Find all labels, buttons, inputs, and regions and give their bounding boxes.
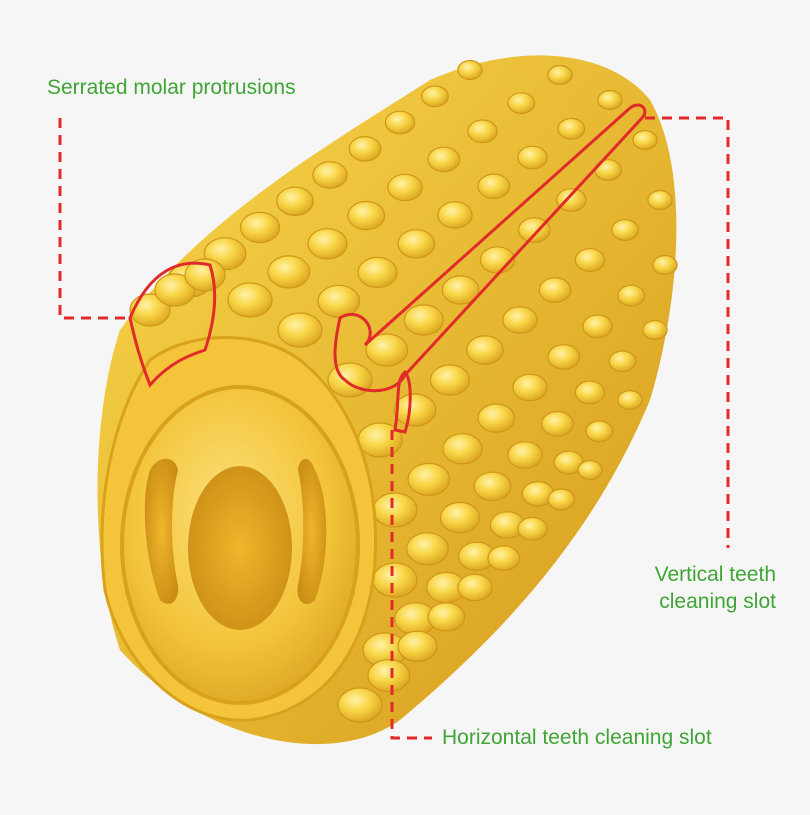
label-vertical-teeth-cleaning-slot: Vertical teeth cleaning slot xyxy=(600,561,776,615)
corn-kernel xyxy=(577,460,603,481)
corn-kernel xyxy=(617,390,643,411)
corn-kernel xyxy=(518,217,551,243)
corn-kernel xyxy=(267,255,311,289)
corn-kernel xyxy=(547,488,576,511)
corn-kernel xyxy=(547,344,581,370)
corn-kernel xyxy=(348,136,382,162)
corn-kernel xyxy=(597,89,623,110)
corn-kernel xyxy=(387,173,423,202)
corn-kernel xyxy=(487,545,521,571)
corn-kernel xyxy=(556,188,587,212)
corn-kernel xyxy=(557,117,586,140)
corn-kernel xyxy=(507,92,536,114)
corn-kernel xyxy=(239,211,281,244)
corn-kernel xyxy=(407,462,451,496)
corn-kernel xyxy=(439,501,481,534)
callout-horizontal-slot xyxy=(390,369,432,740)
corn-kernel xyxy=(437,201,473,229)
corn-kernel xyxy=(585,420,614,443)
corn-kernel xyxy=(441,275,480,305)
corn-kernel xyxy=(617,284,646,307)
corn-kernel xyxy=(337,687,383,723)
corn-kernel xyxy=(541,410,574,437)
corn-kernel xyxy=(347,200,386,231)
corn-kernel xyxy=(608,350,637,373)
serrated-outline xyxy=(128,261,217,388)
corn-kernel xyxy=(372,492,418,528)
corn-kernel xyxy=(384,110,416,135)
corn-kernel xyxy=(277,312,323,348)
label-serrated-molar-protrusions: Serrated molar protrusions xyxy=(47,76,296,99)
corn-kernel xyxy=(507,441,543,469)
corn-kernel xyxy=(517,516,548,541)
label-vertical-line-2: cleaning slot xyxy=(659,590,776,613)
corn-kernel xyxy=(307,228,348,260)
corn-kernel xyxy=(547,64,573,85)
corn-kernel xyxy=(466,335,504,365)
corn-kernel xyxy=(477,403,516,433)
corn-kernel xyxy=(406,532,449,566)
corn-kernel xyxy=(397,229,436,259)
corn-kernel xyxy=(442,433,483,465)
corn-kernel xyxy=(312,161,348,189)
corn-kernel xyxy=(467,119,498,144)
corn-kernel xyxy=(372,562,418,598)
corn-kernel xyxy=(538,277,572,303)
horizontal-slot-outline xyxy=(393,369,412,434)
corn-kernel xyxy=(154,273,196,307)
corn-kernel xyxy=(632,130,658,151)
corn-kernel xyxy=(327,362,373,398)
vertical-slot-outline xyxy=(333,103,647,393)
corn-kernel xyxy=(517,145,548,170)
end-cap xyxy=(100,336,378,722)
corn-kernel xyxy=(457,573,493,602)
corn-kernel xyxy=(574,248,606,272)
corn-kernel xyxy=(129,293,171,327)
corn-kernel xyxy=(473,471,512,501)
callout-serrated xyxy=(58,118,217,388)
corn-kernel xyxy=(502,306,538,334)
corn-kernel xyxy=(227,282,273,318)
corn-kernel xyxy=(512,373,548,402)
callout-vertical-slot xyxy=(333,103,730,548)
corn-kernel xyxy=(276,186,314,216)
corn-kernel xyxy=(611,219,639,241)
corn-kernel xyxy=(397,630,438,663)
corn-kernel xyxy=(647,190,673,211)
corn-kernel xyxy=(357,256,398,289)
corn-kernel xyxy=(652,255,678,276)
corn-kernel xyxy=(427,146,461,173)
corn-kernels xyxy=(129,59,678,723)
label-horizontal-teeth-cleaning-slot: Horizontal teeth cleaning slot xyxy=(442,726,712,749)
corn-kernel xyxy=(457,59,483,80)
corn-kernel xyxy=(421,85,449,108)
corn-kernel xyxy=(477,173,511,200)
corn-kernel xyxy=(317,284,361,318)
corn-kernel xyxy=(393,393,437,427)
horizontal-slot-leader xyxy=(390,430,432,740)
corn-kernel xyxy=(429,364,471,396)
corn-kernel xyxy=(365,333,409,367)
corn-kernel xyxy=(582,314,613,339)
corn-kernel xyxy=(574,380,606,405)
corn-kernel xyxy=(367,658,411,693)
serrated-leader xyxy=(58,118,130,320)
corn-kernel xyxy=(427,602,466,632)
corn-kernel xyxy=(642,320,668,341)
corn-kernel xyxy=(403,304,444,336)
label-vertical-line-1: Vertical teeth xyxy=(654,563,776,586)
